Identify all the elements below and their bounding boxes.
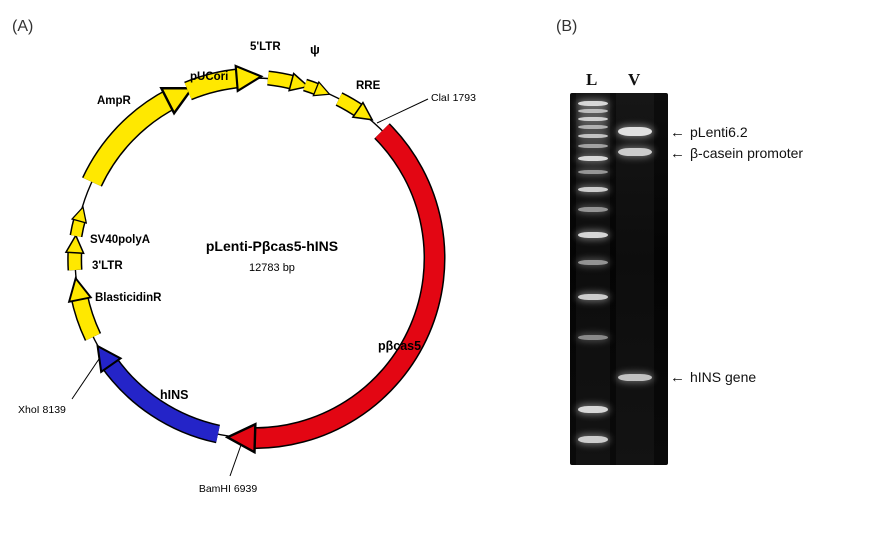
band-annotation: ← β-casein promoter xyxy=(670,144,803,162)
feature-label-pucori: pUCori xyxy=(190,71,228,83)
sample-band xyxy=(618,148,652,156)
plasmid-map: AmpR pUCori 5'LTR ψ RRE pβcas5 hINS Blas… xyxy=(18,41,476,495)
gel-band-label-plenti: pLenti6.2 xyxy=(690,124,748,140)
sample-band xyxy=(618,127,652,136)
feature-label-rre: RRE xyxy=(356,80,381,92)
ladder-band xyxy=(578,117,608,121)
band-annotation: ← hINS gene xyxy=(670,368,756,386)
lane-label-vector: V xyxy=(628,70,641,89)
ladder-band xyxy=(578,170,608,174)
ladder-band xyxy=(578,232,608,238)
site-label-bamhi: BamHI 6939 xyxy=(199,483,258,495)
panel-a-label: (A) xyxy=(12,18,34,35)
gel-band-label-bcasein: β-casein promoter xyxy=(690,145,804,161)
sample-band xyxy=(618,374,652,381)
ladder-band xyxy=(578,187,608,192)
ladder-band xyxy=(578,125,608,129)
feature-label-psi: ψ xyxy=(310,42,320,57)
feature-pucori xyxy=(184,64,264,101)
feature-label-blasticidinr: BlasticidinR xyxy=(95,292,162,304)
band-annotation: ← pLenti6.2 xyxy=(670,123,748,141)
feature-blasticidinr xyxy=(67,276,102,341)
ladder-band xyxy=(578,294,608,300)
ladder-band xyxy=(578,109,608,113)
feature-label-sv40polya: SV40polyA xyxy=(90,234,150,246)
feature-label-5ltr: 5'LTR xyxy=(250,41,281,53)
lane-label-ladder: L xyxy=(586,70,598,89)
feature-5ltr xyxy=(267,70,310,92)
feature-label-ampr: AmpR xyxy=(97,95,132,107)
site-label-xhoi: XhoI 8139 xyxy=(18,404,66,416)
plasmid-size: 12783 bp xyxy=(249,262,295,274)
ladder-band xyxy=(578,134,608,138)
ladder-band xyxy=(578,335,608,340)
plasmid-name: pLenti-Pβcas5-hINS xyxy=(206,238,338,254)
feature-hins xyxy=(96,344,221,444)
feature-label-pbcas5: pβcas5 xyxy=(378,339,421,353)
feature-sv40polya xyxy=(69,205,88,238)
feature-pbcas5 xyxy=(224,123,446,455)
ladder-band xyxy=(578,101,608,106)
restriction-tick-clai xyxy=(376,98,429,124)
feature-label-hins: hINS xyxy=(160,388,188,402)
feature-label-3ltr: 3'LTR xyxy=(92,260,123,272)
restriction-tick-bamhi xyxy=(229,444,242,477)
ladder-band xyxy=(578,156,608,161)
restriction-tick-xhoi xyxy=(71,358,100,400)
lane-ladder xyxy=(576,93,610,465)
feature-psi xyxy=(303,78,331,97)
ladder-band xyxy=(578,260,608,265)
ladder-band xyxy=(578,207,608,212)
panel-b-label: (B) xyxy=(556,18,578,35)
feature-ampr xyxy=(82,86,195,187)
left-arrow-icon: ← xyxy=(670,123,685,141)
gel-band-label-hins: hINS gene xyxy=(690,369,757,385)
ladder-band xyxy=(578,406,608,413)
ladder-band xyxy=(578,144,608,148)
left-arrow-icon: ← xyxy=(670,144,685,162)
gel-image xyxy=(570,93,668,465)
feature-rre xyxy=(335,92,374,121)
site-label-clai: ClaI 1793 xyxy=(431,92,476,104)
left-arrow-icon: ← xyxy=(670,368,685,386)
ladder-band xyxy=(578,436,608,443)
